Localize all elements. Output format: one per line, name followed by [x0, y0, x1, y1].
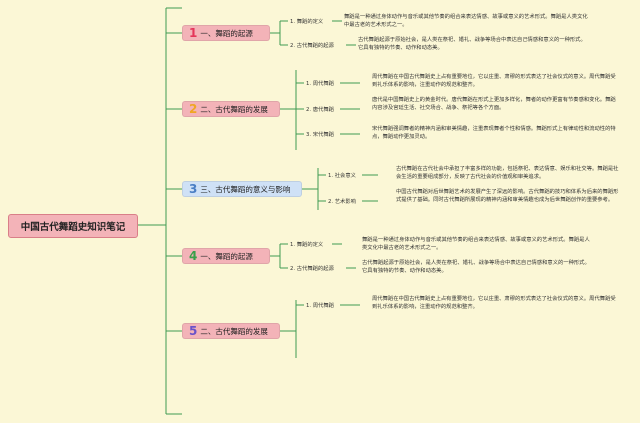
branch-4-title: 一、舞蹈的起源: [200, 251, 253, 261]
branch-1-sub-1-label[interactable]: 1. 舞蹈的定义: [290, 19, 324, 25]
branch-1-sub-2-label[interactable]: 2. 古代舞蹈的起源: [290, 43, 334, 49]
branch-3-node[interactable]: 3 三、古代舞蹈的意义与影响: [182, 181, 302, 197]
root-node[interactable]: 中国古代舞蹈史知识笔记: [8, 214, 138, 238]
branch-4-node[interactable]: 4 一、舞蹈的起源: [182, 248, 270, 264]
root-title: 中国古代舞蹈史知识笔记: [20, 222, 126, 233]
branch-4-sub-1-label[interactable]: 1. 舞蹈的定义: [290, 242, 324, 248]
branch-4-sub-2-label[interactable]: 2. 古代舞蹈的起源: [290, 266, 334, 272]
branch-3-sub-1-label[interactable]: 1. 社会意义: [328, 173, 356, 179]
branch-2-sub-3-label[interactable]: 3. 宋代舞蹈: [306, 132, 334, 138]
branch-4-number: 4: [189, 249, 198, 263]
branch-2-title: 二、古代舞蹈的发展: [200, 104, 268, 114]
branch-2-sub-1-label[interactable]: 1. 周代舞蹈: [306, 81, 334, 87]
branch-1-node[interactable]: 1 一、舞蹈的起源: [182, 25, 270, 41]
branch-1-number: 1: [189, 26, 198, 40]
branch-5-number: 5: [189, 324, 198, 338]
branch-2-node[interactable]: 2 二、古代舞蹈的发展: [182, 101, 280, 117]
branch-2-number: 2: [189, 102, 198, 116]
branch-1-sub-1-desc: 舞蹈是一种通过身体动作与音乐或其他节奏的组合来表达情感、故事或意义的艺术形式。舞…: [344, 14, 588, 28]
branch-4-sub-2-desc: 古代舞蹈起源于原始社会，是人类在祭祀、婚礼、战争等场合中表达自己情感和意义的一种…: [362, 260, 590, 274]
branch-5-title: 二、古代舞蹈的发展: [200, 326, 268, 336]
branch-5-sub-1-label[interactable]: 1. 周代舞蹈: [306, 303, 334, 309]
branch-1-title: 一、舞蹈的起源: [200, 28, 253, 38]
branch-3-title: 三、古代舞蹈的意义与影响: [200, 184, 291, 194]
branch-4-sub-1-desc: 舞蹈是一种通过身体动作与音乐或其他节奏的组合来表达情感、故事或意义的艺术形式。舞…: [362, 237, 590, 251]
branch-3-number: 3: [189, 182, 198, 196]
branch-3-sub-1-desc: 古代舞蹈在古代社会中承担了丰富多样的功能，包括祭祀、表达情意、娱乐和社交等。舞蹈…: [396, 166, 619, 180]
branch-2-sub-2-desc: 唐代是中国舞蹈史上的黄金时代。唐代舞蹈在形式上更加多样化，舞者的动作更富有节奏感…: [372, 97, 616, 111]
branch-2-sub-2-label[interactable]: 2. 唐代舞蹈: [306, 107, 334, 113]
branch-5-node[interactable]: 5 二、古代舞蹈的发展: [182, 323, 280, 339]
branch-5-sub-1-desc: 周代舞蹈在中国古代舞蹈史上占有重要地位，它以庄重、肃穆的形式表达了社会仪式的意义…: [372, 296, 616, 310]
branch-2-sub-1-desc: 周代舞蹈在中国古代舞蹈史上占有重要地位，它以庄重、肃穆的形式表达了社会仪式的意义…: [372, 74, 616, 88]
branch-3-sub-2-label[interactable]: 2. 艺术影响: [328, 199, 356, 205]
branch-1-sub-2-desc: 古代舞蹈起源于原始社会，是人类在祭祀、婚礼、战争等场合中表达自己情感和意义的一种…: [358, 37, 586, 51]
branch-2-sub-3-desc: 宋代舞蹈强调舞者的精神内涵和审美情趣，注重表现舞者个性和情感。舞蹈形式上有律动性…: [372, 126, 616, 140]
branch-3-sub-2-desc: 中国古代舞蹈对后世舞蹈艺术的发展产生了深远的影响。古代舞蹈的技巧和体系为后来的舞…: [396, 189, 619, 203]
